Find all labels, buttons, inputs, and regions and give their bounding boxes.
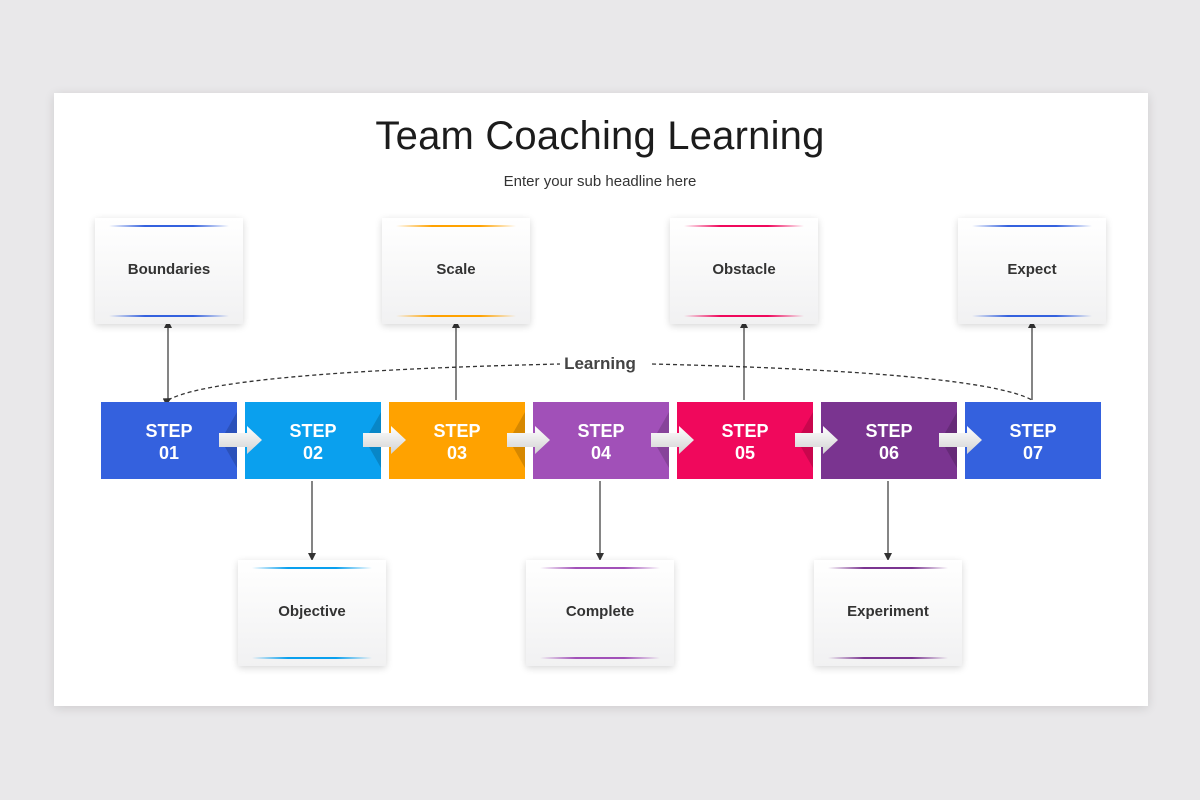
card-accent-line: [396, 315, 516, 317]
card-accent-line: [972, 315, 1092, 317]
step-word: STEP: [577, 421, 625, 441]
step-06: STEP 06: [821, 402, 957, 479]
card-accent-line: [684, 315, 804, 317]
step-number: 06: [878, 443, 900, 463]
card-label: Obstacle: [712, 261, 776, 278]
card-complete: Complete: [526, 560, 674, 666]
learning-dashed-arc: [162, 363, 561, 406]
card-accent-line: [684, 225, 804, 227]
card-accent-line: [828, 567, 948, 569]
card-scale: Scale: [382, 218, 530, 324]
card-accent-line: [972, 225, 1092, 227]
step-number: 07: [1022, 443, 1044, 463]
card-boundaries: Boundaries: [95, 218, 243, 324]
step-word: STEP: [433, 421, 481, 441]
page-subtitle: Enter your sub headline here: [503, 173, 697, 190]
card-accent-line: [109, 225, 229, 227]
learning-dashed-arc: [651, 363, 1033, 401]
card-accent-line: [540, 567, 660, 569]
card-obstacle: Obstacle: [670, 218, 818, 324]
step-number: 02: [302, 443, 324, 463]
card-accent-line: [396, 225, 516, 227]
card-experiment: Experiment: [814, 560, 962, 666]
card-label: Experiment: [847, 603, 929, 620]
card-accent-line: [540, 657, 660, 659]
step-05: STEP 05: [677, 402, 813, 479]
card-accent-line: [252, 567, 372, 569]
card-label: Boundaries: [127, 261, 211, 278]
step-number: 01: [158, 443, 180, 463]
step-07: STEP 07: [965, 402, 1101, 479]
step-word: STEP: [865, 421, 913, 441]
learning-label: Learning: [560, 354, 640, 374]
card-objective: Objective: [238, 560, 386, 666]
step-word: STEP: [145, 421, 193, 441]
step-number: 05: [734, 443, 756, 463]
step-word: STEP: [721, 421, 769, 441]
step-word: STEP: [289, 421, 337, 441]
page-title: Team Coaching Learning: [375, 114, 825, 158]
card-label: Complete: [565, 603, 635, 620]
step-01: STEP 01: [101, 402, 237, 479]
step-03: STEP 03: [389, 402, 525, 479]
card-label: Scale: [436, 261, 476, 278]
step-02: STEP 02: [245, 402, 381, 479]
card-label: Objective: [278, 603, 346, 620]
card-accent-line: [252, 657, 372, 659]
step-number: 03: [446, 443, 468, 463]
card-label: Expect: [1007, 261, 1057, 278]
card-accent-line: [828, 657, 948, 659]
card-expect: Expect: [958, 218, 1106, 324]
step-word: STEP: [1009, 421, 1057, 441]
step-number: 04: [590, 443, 612, 463]
card-accent-line: [109, 315, 229, 317]
step-04: STEP 04: [533, 402, 669, 479]
